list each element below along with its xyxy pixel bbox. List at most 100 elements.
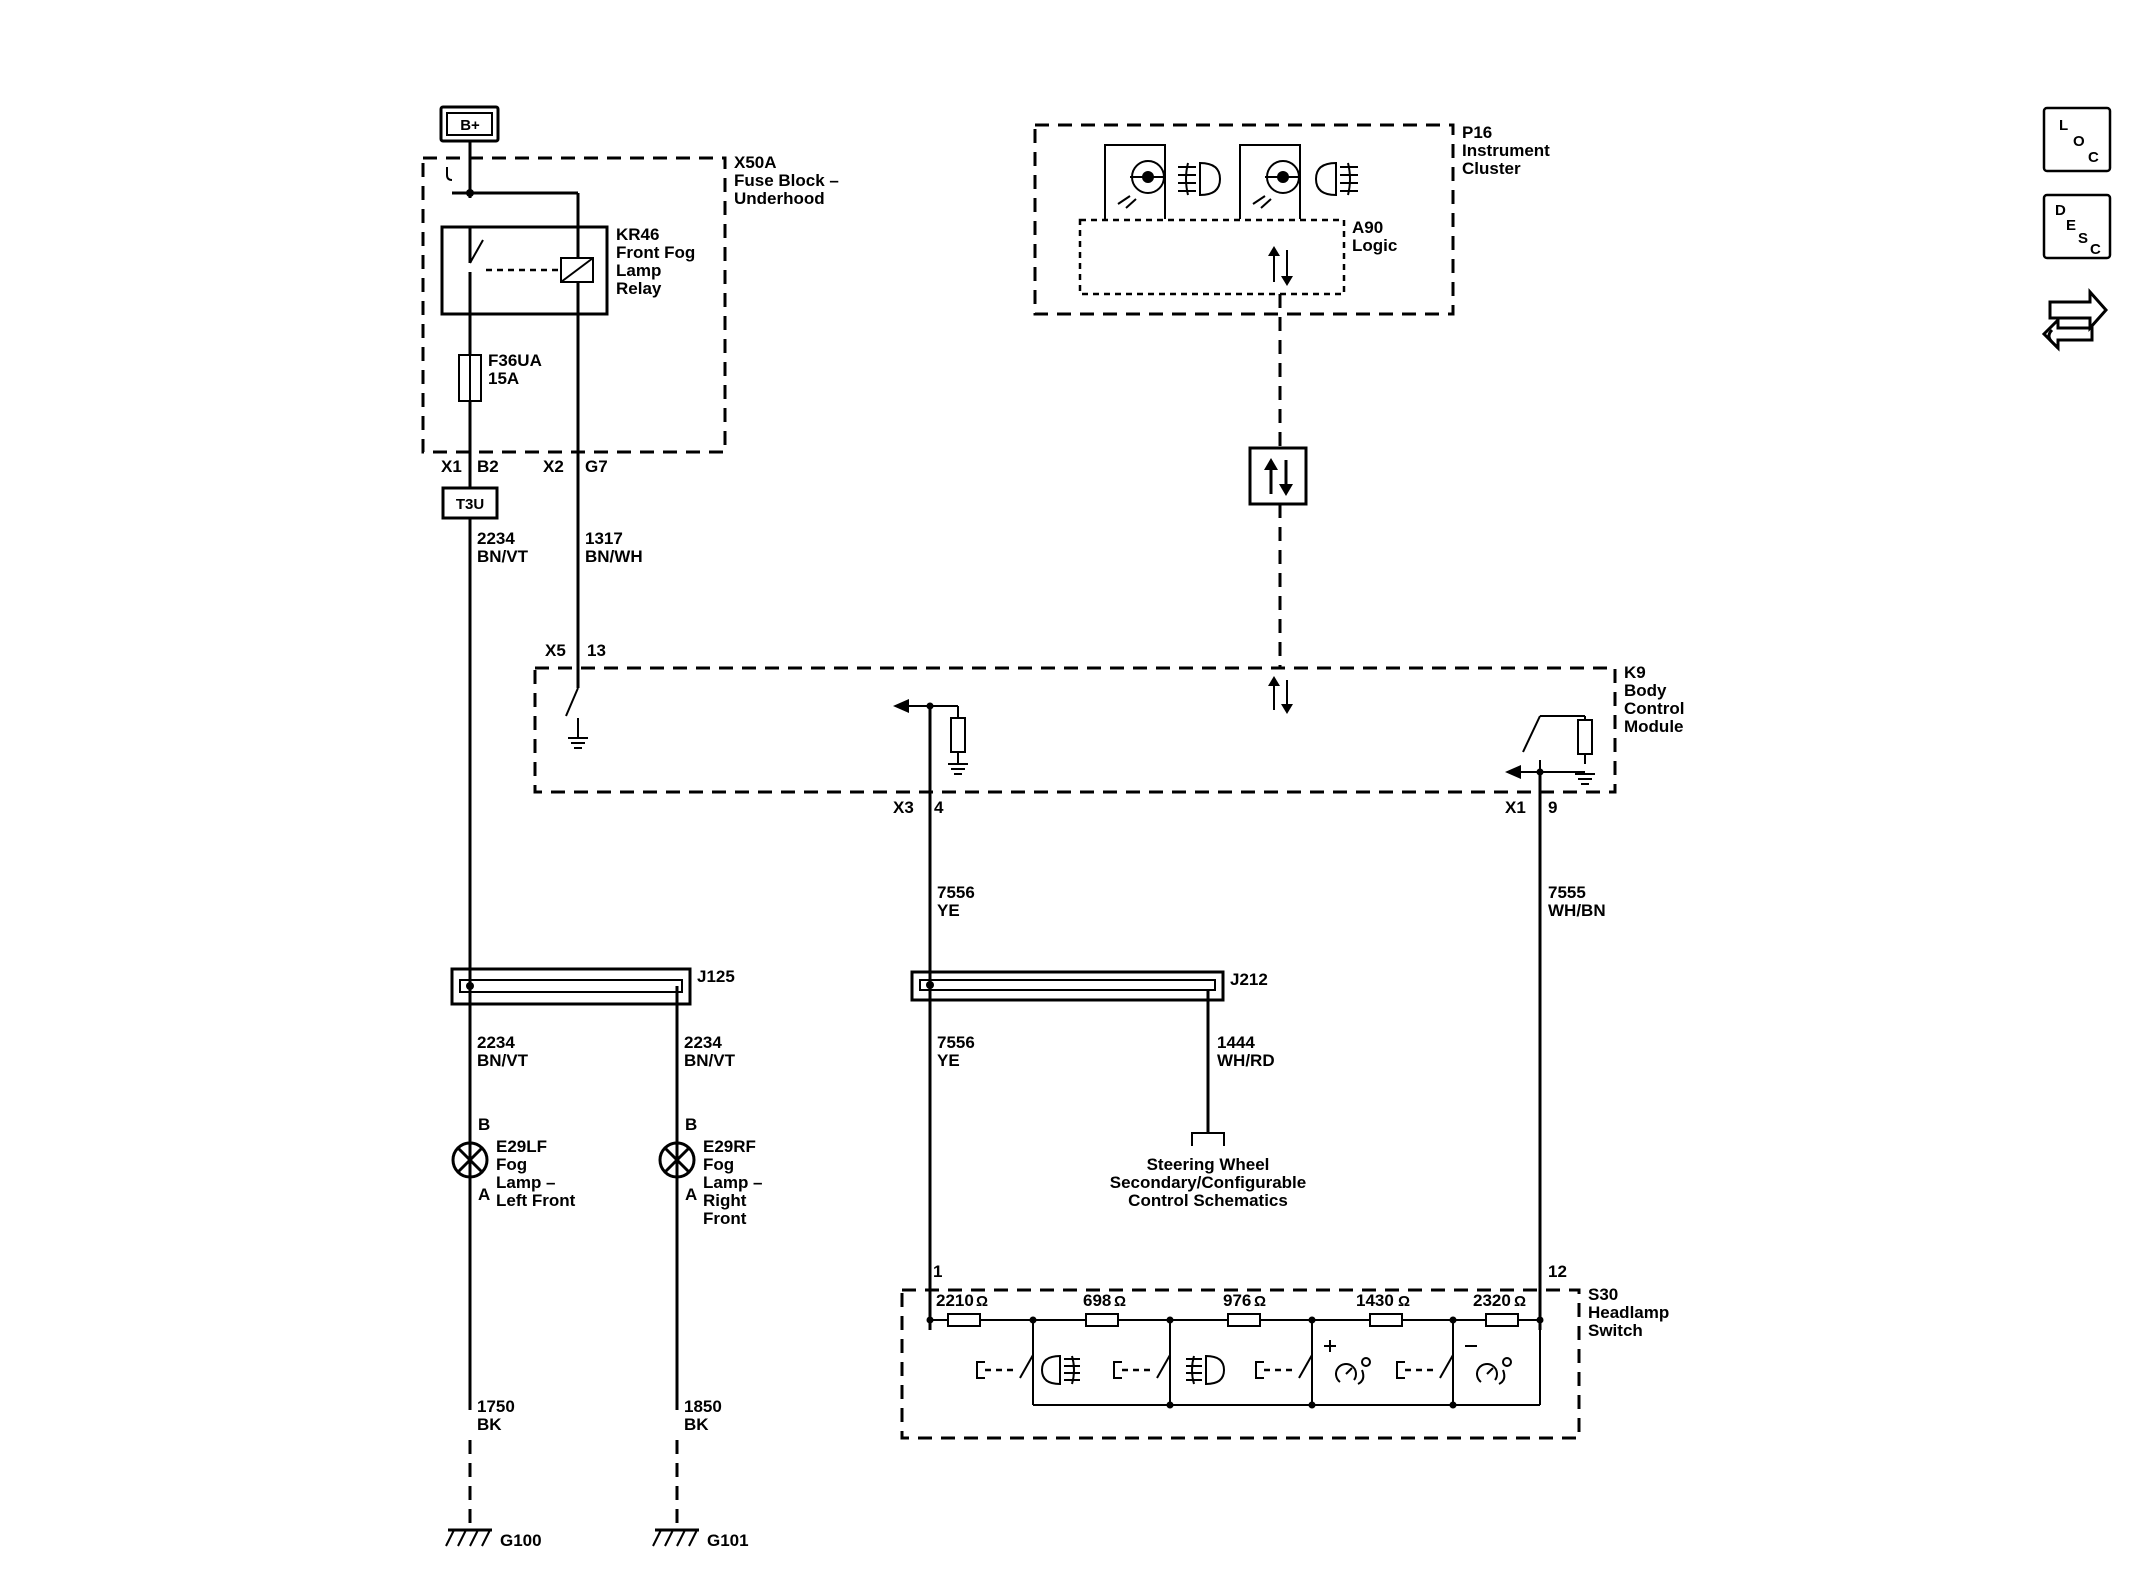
lamp-lf-name-1: Fog bbox=[496, 1155, 527, 1174]
indicator-rear-fog bbox=[1239, 144, 1301, 219]
wire-1317-color: BN/WH bbox=[585, 547, 643, 566]
fuse-block-pin-g7: G7 bbox=[585, 457, 608, 476]
lamp-rf-ref: E29RF bbox=[703, 1137, 756, 1156]
lamp-lf-pin-a: A bbox=[478, 1185, 490, 1204]
resistor-3-value: 976 bbox=[1223, 1291, 1251, 1310]
bcm-pin-9: 9 bbox=[1548, 798, 1557, 817]
wire-7556-b-circuit: 7556 bbox=[937, 1033, 975, 1052]
ground-g100: G100 bbox=[445, 1528, 542, 1550]
j125-label: J125 bbox=[697, 967, 735, 986]
ground-g101: G101 bbox=[652, 1528, 749, 1550]
body-control-module: K9 Body Control Module bbox=[533, 663, 1684, 794]
fuse-block-name-2: Underhood bbox=[734, 189, 825, 208]
resistor-976 bbox=[1227, 1313, 1261, 1327]
bcm-signal-output bbox=[893, 699, 968, 775]
switch-pin-12: 12 bbox=[1548, 1262, 1567, 1281]
splice-t3u-label: T3U bbox=[456, 496, 484, 513]
bcm-input-resistor bbox=[1577, 719, 1593, 755]
ohm-symbol: Ω bbox=[1114, 1293, 1126, 1310]
panel-dimmer-icon bbox=[1476, 1357, 1512, 1385]
bcm-name-2: Control bbox=[1624, 699, 1684, 718]
bcm-pin-13: 13 bbox=[587, 641, 606, 660]
reference-bracket bbox=[1191, 1132, 1225, 1146]
bcm-low-side-switch bbox=[565, 687, 579, 717]
serial-data-bus-icon bbox=[1248, 446, 1308, 506]
cluster-ref: P16 bbox=[1462, 123, 1492, 142]
resistor-4-value: 1430 bbox=[1356, 1291, 1394, 1310]
wire-1750-color: BK bbox=[477, 1415, 502, 1434]
wire-1444-circuit: 1444 bbox=[1217, 1033, 1255, 1052]
lamp-rf-name-3: Right bbox=[703, 1191, 747, 1210]
wire-1850-color: BK bbox=[684, 1415, 709, 1434]
fuse-block-pin-b2: B2 bbox=[477, 457, 499, 476]
fuse-block-underhood: X50A Fuse Block – Underhood bbox=[421, 153, 839, 454]
switch-pin-1: 1 bbox=[933, 1262, 942, 1281]
wire-7555-circuit: 7555 bbox=[1548, 883, 1586, 902]
bcm-pullup-resistor bbox=[950, 717, 966, 753]
desc-letter-e: E bbox=[2066, 217, 2076, 234]
resistor-1-value: 2210 bbox=[936, 1291, 974, 1310]
rear-fog-icon bbox=[1314, 161, 1358, 197]
fuse-block-conn-x2: X2 bbox=[543, 457, 564, 476]
lamp-lf-name-2: Lamp – bbox=[496, 1173, 556, 1192]
ohm-symbol: Ω bbox=[1254, 1293, 1266, 1310]
wire-2234-right-circuit: 2234 bbox=[684, 1033, 722, 1052]
fuse-ref: F36UA bbox=[488, 351, 542, 370]
description-view-button[interactable]: D E S C bbox=[2042, 193, 2112, 260]
desc-letter-c: C bbox=[2090, 241, 2101, 258]
panel-dimmer-icon bbox=[1335, 1357, 1371, 1385]
bcm-serial-data-icon bbox=[1268, 676, 1293, 714]
loc-letter-l: L bbox=[2059, 117, 2068, 134]
switch-ref: S30 bbox=[1588, 1285, 1618, 1304]
cluster-logic: A90 Logic bbox=[1078, 218, 1397, 296]
j212-label: J212 bbox=[1230, 970, 1268, 989]
wire-7555-color: WH/BN bbox=[1548, 901, 1606, 920]
wire-1850-circuit: 1850 bbox=[684, 1397, 722, 1416]
ground-symbol bbox=[568, 737, 588, 749]
switch-name-2: Switch bbox=[1588, 1321, 1643, 1340]
ohm-symbol: Ω bbox=[1398, 1293, 1410, 1310]
bcm-conn-x5: X5 bbox=[545, 641, 566, 660]
diagnostic-connector-icon[interactable] bbox=[2041, 288, 2109, 352]
wire-7556-circuit: 7556 bbox=[937, 883, 975, 902]
switch-rear-fog bbox=[1113, 1354, 1226, 1386]
steering-ref-3: Control Schematics bbox=[1128, 1191, 1288, 1210]
lamp-rf-name-1: Fog bbox=[703, 1155, 734, 1174]
bcm-name-1: Body bbox=[1624, 681, 1667, 700]
wire-2234-color: BN/VT bbox=[477, 547, 529, 566]
logic-name: Logic bbox=[1352, 236, 1397, 255]
headlamp-switch: S30 Headlamp Switch 1 12 2210 Ω 698 Ω 97… bbox=[900, 1262, 1669, 1440]
fuse-block-name-1: Fuse Block – bbox=[734, 171, 839, 190]
wire-2234-left-color: BN/VT bbox=[477, 1051, 529, 1070]
lamp-rf-pin-b: B bbox=[685, 1115, 697, 1134]
lamp-lf-name-3: Left Front bbox=[496, 1191, 576, 1210]
cluster-name-1: Instrument bbox=[1462, 141, 1550, 160]
fog-lamp-left-front: B A E29LF Fog Lamp – Left Front bbox=[451, 1115, 576, 1210]
rear-fog-icon bbox=[1186, 1354, 1226, 1386]
front-fog-lamp-relay: KR46 Front Fog Lamp Relay bbox=[440, 193, 695, 452]
fuse-rating: 15A bbox=[488, 369, 519, 388]
lamp-rf-name-2: Lamp – bbox=[703, 1173, 763, 1192]
location-view-button[interactable]: L O C bbox=[2042, 106, 2112, 173]
bus-bar-stub bbox=[446, 167, 453, 181]
resistor-2210 bbox=[947, 1313, 981, 1327]
fuse-block-ref: X50A bbox=[734, 153, 777, 172]
steering-ref-2: Secondary/Configurable bbox=[1110, 1173, 1306, 1192]
wire-7556-color: YE bbox=[937, 901, 960, 920]
bus-junction-dot bbox=[466, 189, 474, 197]
lamp-lf-ref: E29LF bbox=[496, 1137, 547, 1156]
resistor-698 bbox=[1085, 1313, 1119, 1327]
battery-positive-label: B+ bbox=[460, 117, 480, 134]
splice-pack-j125: J125 bbox=[450, 967, 735, 1006]
indicator-front-fog bbox=[1104, 144, 1166, 219]
battery-positive-terminal: B+ bbox=[439, 105, 500, 143]
bcm-switch-input bbox=[1505, 715, 1595, 785]
relay-name-3: Relay bbox=[616, 279, 662, 298]
wire-2234-circuit: 2234 bbox=[477, 529, 515, 548]
resistor-5-value: 2320 bbox=[1473, 1291, 1511, 1310]
switch-front-fog bbox=[976, 1354, 1080, 1386]
wire-7556-b-color: YE bbox=[937, 1051, 960, 1070]
resistor-1430 bbox=[1369, 1313, 1403, 1327]
ohm-symbol: Ω bbox=[976, 1293, 988, 1310]
